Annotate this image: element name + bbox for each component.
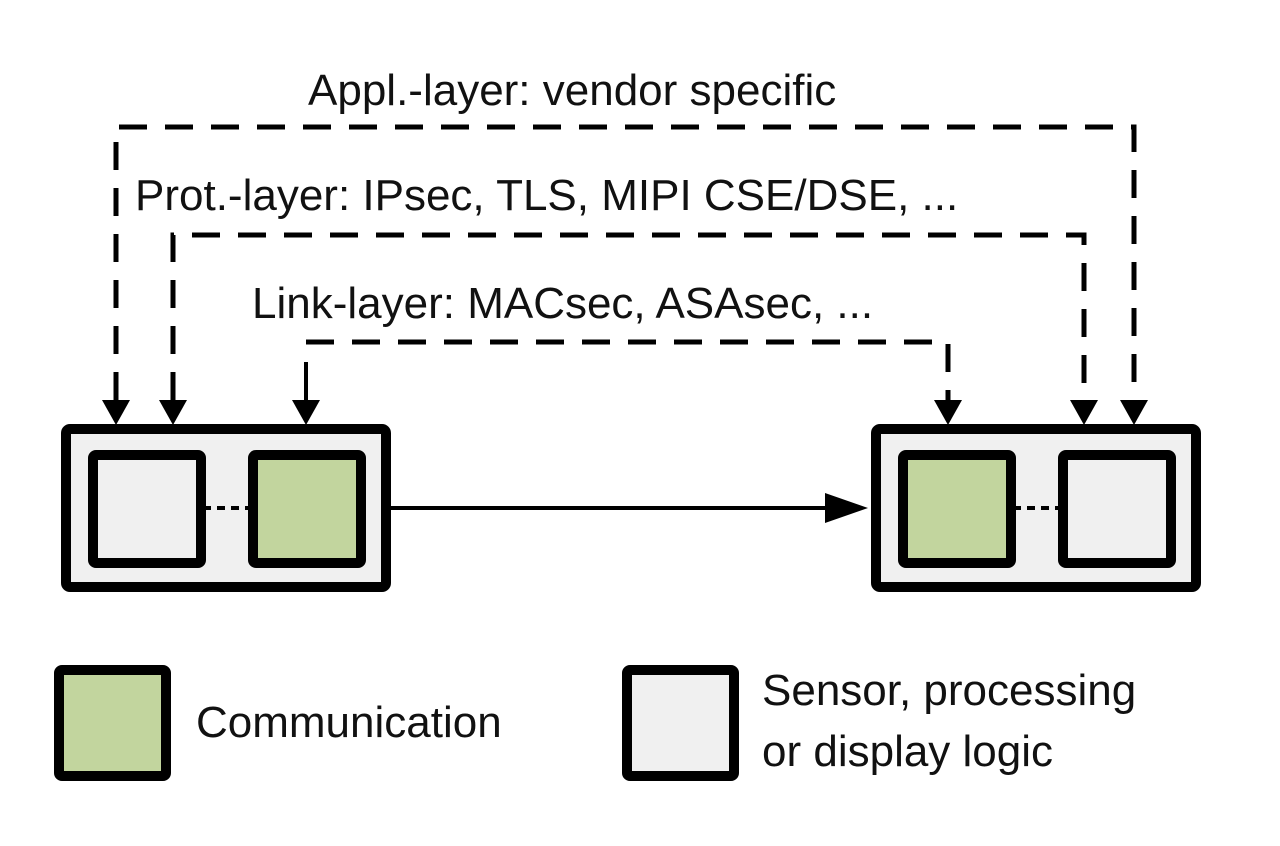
legend: Communication Sensor, processing or disp… xyxy=(54,665,1136,781)
link-arrow-left-head xyxy=(292,400,320,425)
appl-layer-label: Appl.-layer: vendor specific xyxy=(308,66,836,115)
prot-arrow-left-head xyxy=(159,400,187,425)
appl-layer-path xyxy=(102,124,1148,425)
legend-sensor-swatch xyxy=(622,665,739,781)
left-sensor-block xyxy=(88,450,206,568)
link-layer-path xyxy=(292,339,962,425)
legend-communication-swatch xyxy=(54,665,171,781)
legend-communication-label: Communication xyxy=(196,698,502,747)
left-device xyxy=(61,424,391,592)
right-device xyxy=(871,424,1201,592)
link-arrow-right-head xyxy=(934,400,962,425)
right-sensor-block xyxy=(1058,450,1176,568)
appl-arrow-right-head xyxy=(1120,400,1148,425)
prot-layer-label: Prot.-layer: IPsec, TLS, MIPI CSE/DSE, .… xyxy=(135,171,958,220)
prot-arrow-right-head xyxy=(1070,400,1098,425)
left-communication-block xyxy=(248,450,366,568)
prot-layer-path xyxy=(159,232,1098,425)
right-communication-block xyxy=(898,450,1016,568)
transmission-arrow xyxy=(391,493,868,523)
appl-arrow-left-head xyxy=(102,400,130,425)
legend-sensor-label-line1: Sensor, processing xyxy=(762,666,1136,715)
link-layer-label: Link-layer: MACsec, ASAsec, ... xyxy=(252,279,873,328)
legend-sensor-label-line2: or display logic xyxy=(762,727,1053,776)
